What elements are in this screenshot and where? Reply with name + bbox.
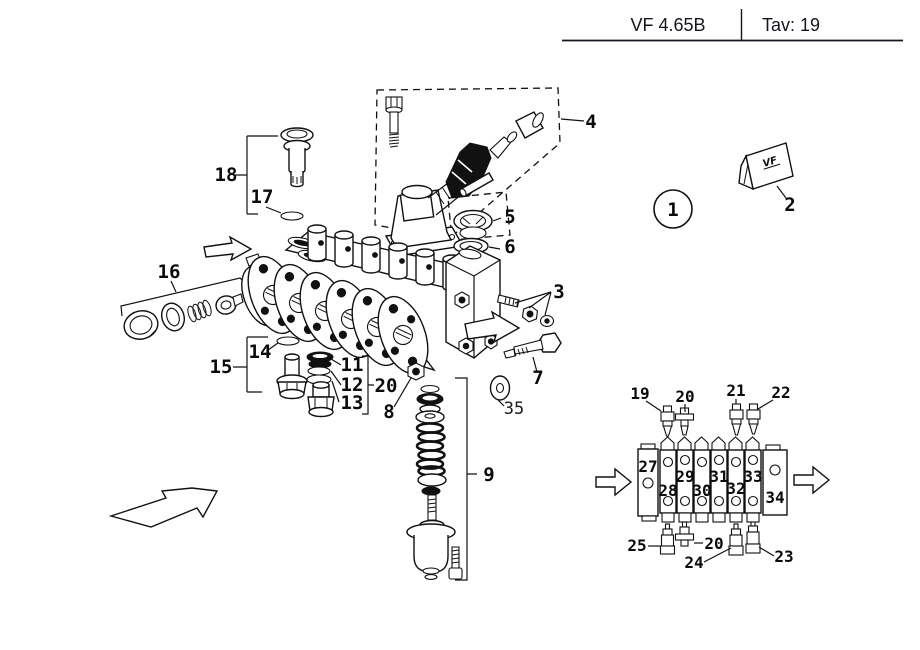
plug-15 bbox=[276, 353, 308, 400]
schematic-label-23: 23 bbox=[774, 547, 793, 566]
schematic-section-28: 28 bbox=[658, 436, 678, 523]
schematic-label-19: 19 bbox=[630, 384, 649, 403]
callout-12: 12 bbox=[341, 374, 364, 396]
schematic-label-24: 24 bbox=[684, 553, 703, 572]
callout-14: 14 bbox=[249, 341, 272, 363]
callout-15: 15 bbox=[210, 356, 233, 378]
section-flanges bbox=[247, 255, 429, 375]
callout-7: 7 bbox=[532, 367, 543, 389]
schematic-label-32: 32 bbox=[726, 479, 745, 498]
schematic-label-33: 33 bbox=[743, 467, 762, 486]
relief-poppet bbox=[445, 111, 544, 199]
bolt-7: 7 bbox=[503, 332, 562, 389]
seal-stack-group: 11 12 13 20 bbox=[306, 351, 398, 418]
callout-8: 8 bbox=[383, 401, 394, 423]
valve-kit-16: 16 bbox=[120, 261, 247, 340]
model-code: VF 4.65B bbox=[630, 15, 705, 35]
fitting-20-bottom: 20 bbox=[674, 521, 724, 553]
schematic-label-31: 31 bbox=[709, 467, 728, 486]
schematic-label-27: 27 bbox=[638, 457, 657, 476]
end-block bbox=[445, 245, 520, 359]
schematic-label-28: 28 bbox=[658, 481, 677, 500]
callout-11: 11 bbox=[341, 354, 364, 376]
schematic-label-25: 25 bbox=[627, 536, 646, 555]
schematic-block-34: 34 bbox=[762, 444, 788, 516]
schematic-section-30: 30 bbox=[692, 436, 712, 523]
pin-part bbox=[459, 172, 494, 197]
schematic-out-arrow-icon bbox=[793, 465, 831, 495]
valve-schematic: 27 28 29 30 bbox=[595, 381, 831, 572]
callout-2: 2 bbox=[784, 194, 795, 216]
callout-16: 16 bbox=[158, 261, 181, 283]
hex-nut bbox=[454, 291, 470, 309]
spool-return-kit-9: 9 bbox=[406, 377, 495, 581]
schematic-block-27: 27 bbox=[637, 443, 659, 522]
schematic-in-arrow-icon bbox=[595, 467, 633, 497]
schematic-label-29: 29 bbox=[675, 467, 694, 486]
fitting-21: 21 bbox=[726, 381, 746, 436]
callout-17: 17 bbox=[251, 186, 274, 208]
inlet-arrow-icon bbox=[203, 235, 253, 262]
table-number: Tav: 19 bbox=[762, 15, 820, 35]
callout-35: 35 bbox=[504, 399, 524, 419]
callout-20: 20 bbox=[375, 375, 398, 397]
fitting-25: 25 bbox=[627, 523, 676, 555]
fitting-19: 19 bbox=[630, 384, 675, 437]
hex-nut bbox=[458, 337, 474, 355]
nut-8: 8 bbox=[383, 362, 425, 423]
callout-6: 6 bbox=[504, 236, 515, 258]
schematic-label-21: 21 bbox=[726, 381, 745, 400]
callout-18: 18 bbox=[215, 164, 238, 186]
outlet-arrow-icon bbox=[464, 310, 521, 344]
schematic-section-29: 29 bbox=[675, 436, 695, 523]
fitting-22: 22 bbox=[746, 383, 791, 435]
spring-16 bbox=[187, 299, 212, 323]
fitting-24: 24 bbox=[684, 523, 744, 572]
vf-tag-2: VF 2 bbox=[738, 142, 796, 216]
small-bolt bbox=[448, 546, 463, 580]
oring-14 bbox=[276, 336, 300, 346]
stud-kit-3: 3 bbox=[514, 281, 565, 328]
relief-valve-kit-4: 4 bbox=[374, 87, 597, 257]
valve-body bbox=[241, 224, 520, 375]
title-block: VF 4.65B Tav: 19 bbox=[562, 9, 903, 42]
callout-3: 3 bbox=[553, 281, 564, 303]
callout-4: 4 bbox=[585, 111, 596, 133]
fitting-20-top: 20 bbox=[674, 387, 695, 436]
cap-5: 5 bbox=[453, 206, 516, 240]
schematic-section-33: 33 bbox=[743, 436, 763, 523]
hex-nut bbox=[484, 333, 498, 350]
callout-9: 9 bbox=[483, 464, 494, 486]
schematic-section-31: 31 bbox=[709, 436, 729, 523]
big-flow-arrow-icon bbox=[108, 487, 219, 528]
schematic-label-30: 30 bbox=[692, 481, 711, 500]
callout-5: 5 bbox=[504, 206, 515, 228]
callout-13: 13 bbox=[341, 392, 364, 414]
schematic-label-20-bottom: 20 bbox=[704, 534, 723, 553]
return-spring bbox=[415, 422, 446, 477]
washer-35: 35 bbox=[489, 375, 524, 419]
plug-18-group: 18 17 bbox=[215, 127, 314, 221]
schematic-section-32: 32 bbox=[726, 436, 746, 523]
schematic-label-22: 22 bbox=[771, 383, 790, 402]
plug-15-group: 15 14 bbox=[210, 336, 308, 400]
fitting-23: 23 bbox=[745, 521, 794, 566]
hex-plug-13 bbox=[307, 381, 335, 418]
callout-1: 1 bbox=[667, 199, 678, 221]
bolt-part bbox=[385, 96, 403, 148]
flow-arrows bbox=[108, 235, 521, 528]
schematic-label-20-top: 20 bbox=[675, 387, 694, 406]
item-1-balloon: 1 bbox=[653, 189, 693, 229]
oring-17 bbox=[280, 211, 304, 221]
schematic-label-34: 34 bbox=[765, 488, 784, 507]
